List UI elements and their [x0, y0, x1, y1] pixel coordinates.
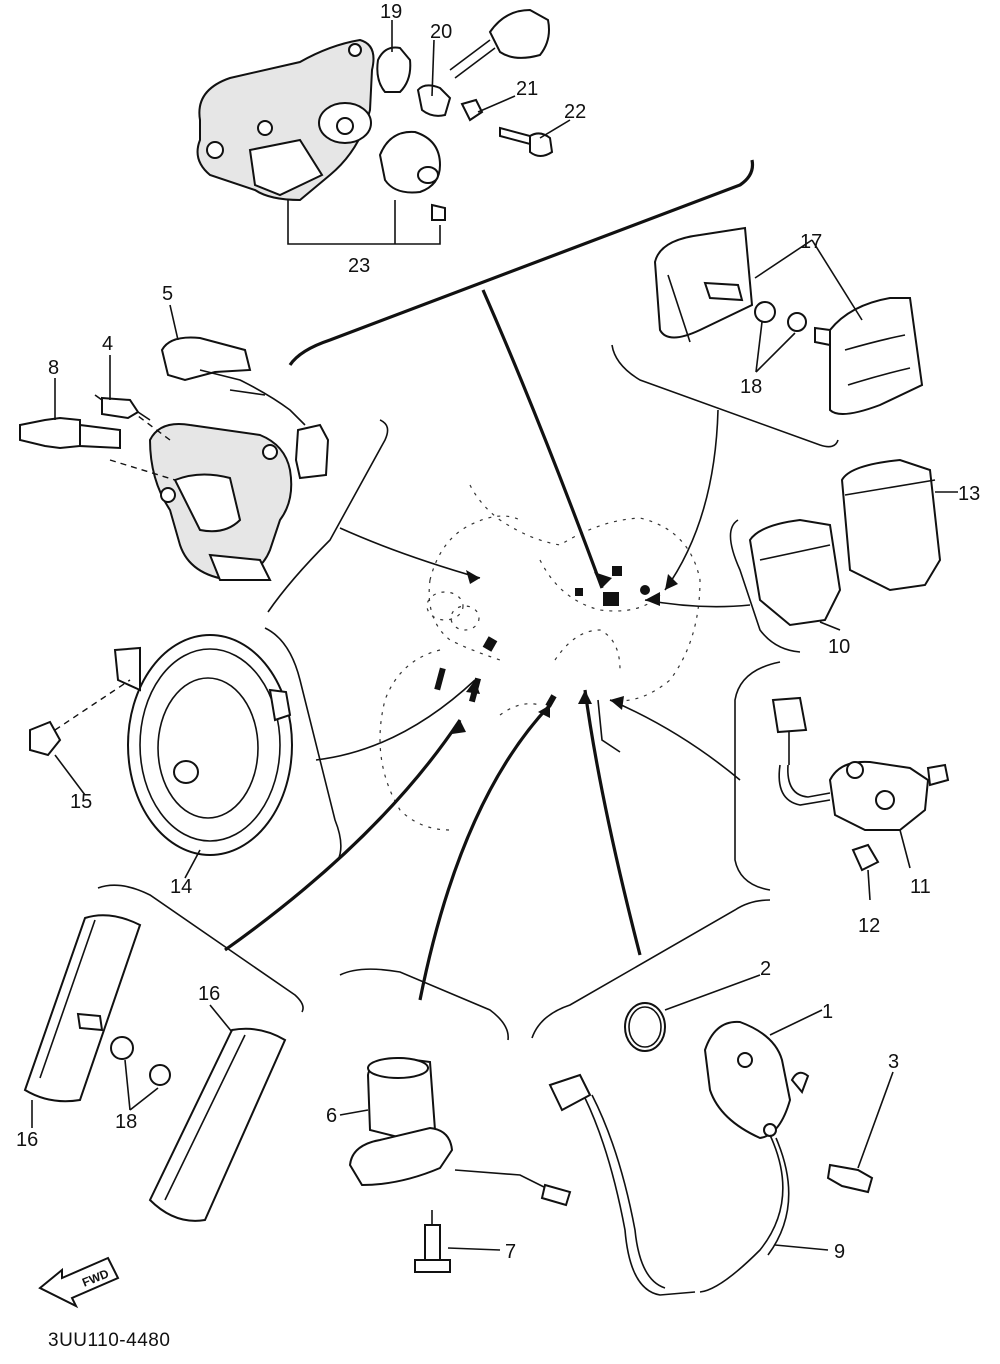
bolt-15	[29, 720, 62, 757]
cover-5	[160, 336, 252, 382]
relay-10	[748, 518, 842, 627]
callout-18-bottom: 18	[115, 1111, 137, 1133]
washer-21	[460, 98, 484, 122]
cover-1	[703, 1020, 792, 1140]
rear-reflectors	[653, 226, 924, 415]
callout-3: 3	[888, 1051, 899, 1073]
forward-arrow: FWD	[38, 1256, 120, 1309]
bolt-7	[424, 1224, 441, 1261]
relay-13	[840, 458, 942, 592]
callout-10: 10	[828, 636, 850, 658]
callout-18-top: 18	[740, 376, 762, 398]
horn	[29, 634, 293, 879]
reflector-17a	[653, 226, 754, 339]
thermostat-group	[19, 304, 330, 582]
sensor-with-lead	[548, 974, 894, 1296]
speed-sensor-assembly	[196, 8, 571, 245]
wiring-leaders	[224, 289, 751, 1001]
diagram-code: 3UU110-4480	[48, 1330, 170, 1351]
callout-23: 23	[348, 255, 370, 277]
callout-21: 21	[516, 78, 538, 100]
callout-4: 4	[102, 333, 113, 355]
side-switch	[771, 696, 950, 901]
relays	[748, 458, 958, 631]
callout-13: 13	[958, 483, 980, 505]
side-reflectors	[23, 914, 287, 1222]
frame-ghost-outline	[379, 484, 701, 831]
screw-12	[851, 843, 880, 872]
reflector-16a	[23, 914, 142, 1103]
callout-6: 6	[326, 1105, 337, 1127]
callout-16-left: 16	[16, 1129, 38, 1151]
callout-20: 20	[430, 21, 452, 43]
callout-22: 22	[564, 101, 586, 123]
callout-16-right: 16	[198, 983, 220, 1005]
callout-7: 7	[505, 1241, 516, 1263]
callout-15: 15	[70, 791, 92, 813]
callout-19: 19	[380, 1, 402, 23]
o-ring-2	[624, 1002, 666, 1052]
horn-14	[127, 634, 293, 856]
callout-11: 11	[910, 876, 931, 898]
callout-17: 17	[800, 231, 822, 253]
callout-1: 1	[822, 1001, 833, 1023]
callout-9: 9	[834, 1241, 845, 1263]
callout-8: 8	[48, 357, 59, 379]
callout-labels: 1 2 3 4 5 6 7 8 9 10 11 12 13 14 15 16 1…	[16, 1, 980, 1263]
callout-12: 12	[858, 915, 880, 937]
callout-14: 14	[170, 876, 192, 898]
sleeve-20	[416, 84, 452, 117]
nut-18b	[110, 1036, 134, 1060]
nut-18a	[754, 301, 776, 323]
reflector-16b	[148, 1027, 287, 1222]
callout-5: 5	[162, 283, 173, 305]
switch-8	[19, 416, 81, 450]
reflector-17b	[829, 297, 924, 415]
solenoid	[339, 1056, 572, 1273]
seal-19	[376, 46, 412, 93]
bolt-22	[499, 126, 531, 146]
sender-4	[101, 396, 140, 420]
bolt-3	[826, 1163, 874, 1194]
panel-outlines	[97, 159, 839, 1041]
callout-2: 2	[760, 958, 771, 980]
